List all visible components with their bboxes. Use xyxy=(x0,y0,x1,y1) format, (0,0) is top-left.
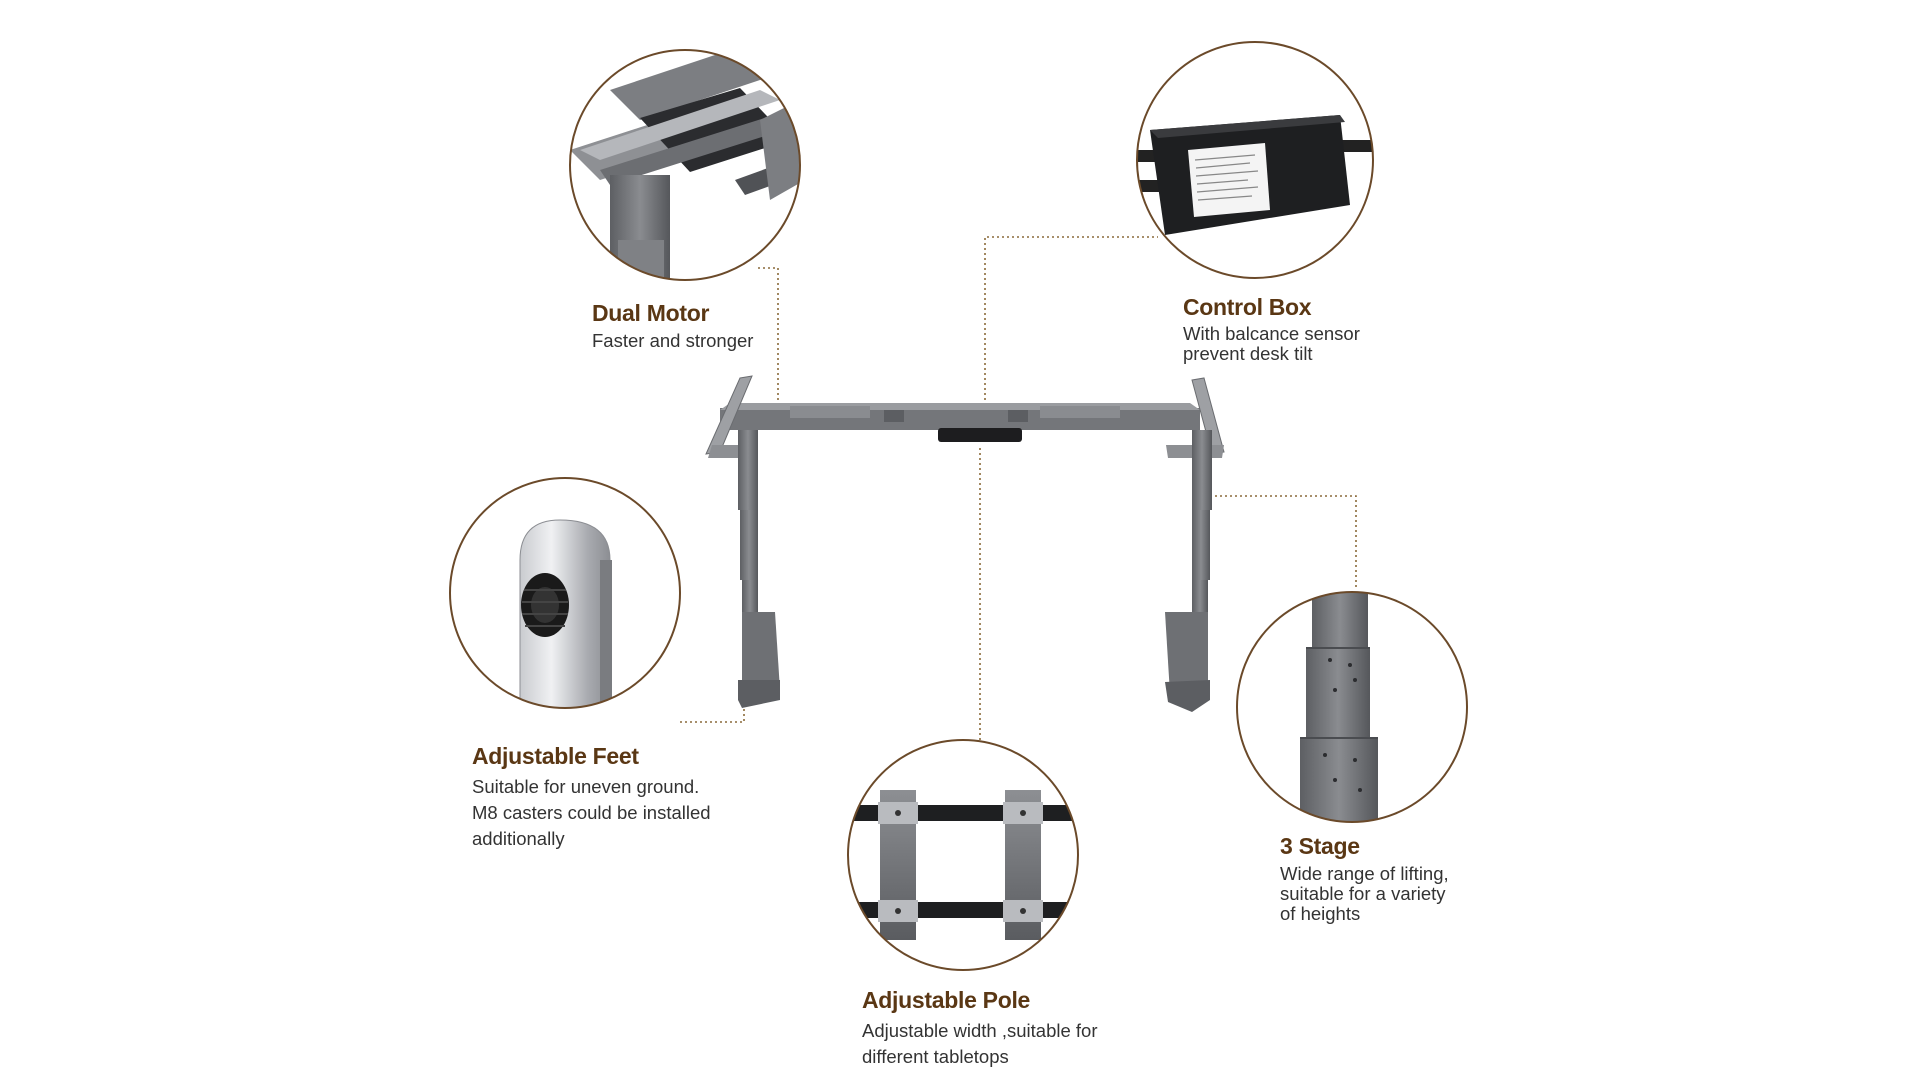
adjustable-feet-title: Adjustable Feet xyxy=(472,743,639,769)
leveling-foot-closeup-icon xyxy=(449,477,681,709)
dual-motor-line: Faster and stronger xyxy=(592,330,754,351)
control-box-line: With balcance sensor xyxy=(1183,323,1360,344)
adjustable-feet-description: Suitable for uneven ground. M8 casters c… xyxy=(472,774,711,852)
dual-motor-title: Dual Motor xyxy=(592,300,710,326)
leader-line-control-box xyxy=(984,236,1158,415)
adjustable-feet-line: M8 casters could be installed xyxy=(472,802,711,823)
three-stage-title: 3 Stage xyxy=(1280,833,1360,859)
adjustable-feet-line: Suitable for uneven ground. xyxy=(472,776,700,797)
desk-frame-illustration xyxy=(705,375,1225,712)
adjustable-pole-line: Adjustable width ,suitable for xyxy=(862,1020,1098,1041)
control-box-description: With balcance sensor prevent desk tilt xyxy=(1183,324,1360,364)
adjustable-pole-title: Adjustable Pole xyxy=(862,987,1031,1013)
control-box-title: Control Box xyxy=(1183,294,1312,320)
crossbar-closeup-icon xyxy=(847,739,1079,971)
adjustable-feet-line: additionally xyxy=(472,828,565,849)
control-box-closeup-icon xyxy=(1136,41,1374,279)
leader-line-adjustable-feet xyxy=(680,706,745,723)
dual-motor-description: Faster and stronger xyxy=(592,328,753,354)
three-stage-leg-closeup-icon xyxy=(1236,591,1468,823)
three-stage-line: suitable for a variety xyxy=(1280,883,1446,904)
adjustable-pole-line: different tabletops xyxy=(862,1046,1009,1067)
leader-lines xyxy=(680,236,1357,740)
leader-line-3-stage xyxy=(1200,495,1357,590)
three-stage-line: Wide range of lifting, xyxy=(1280,863,1449,884)
adjustable-pole-description: Adjustable width ,suitable for different… xyxy=(862,1018,1098,1070)
motor-frame-closeup-icon xyxy=(569,49,801,281)
control-box-line: prevent desk tilt xyxy=(1183,343,1313,364)
three-stage-line: of heights xyxy=(1280,903,1361,924)
three-stage-description: Wide range of lifting, suitable for a va… xyxy=(1280,864,1449,924)
leader-line-dual-motor xyxy=(758,267,779,405)
